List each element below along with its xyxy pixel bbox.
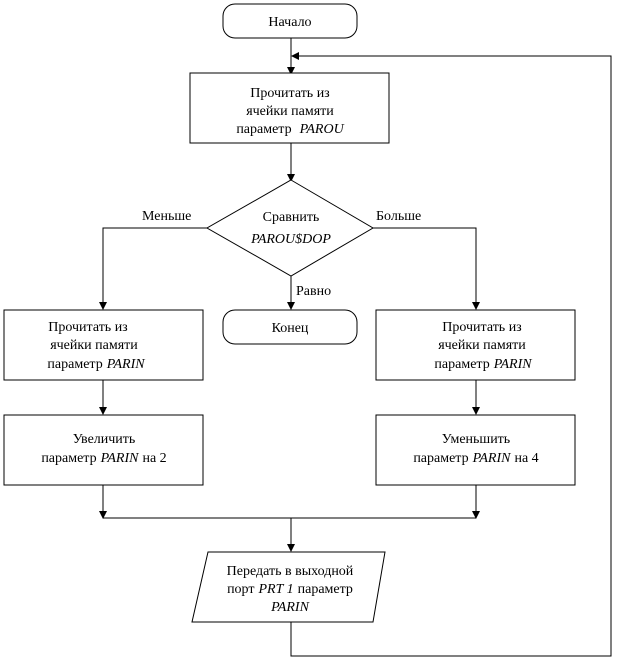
output-line2: порт PRT 1 параметр	[227, 582, 353, 597]
arrowhead	[291, 52, 299, 60]
read-parin-left-line2: ячейки памяти	[50, 338, 138, 353]
start-terminator: Начало	[222, 3, 358, 39]
arrowhead	[287, 544, 295, 552]
compare-line1: Сравнить	[263, 210, 320, 225]
arrowhead	[472, 407, 480, 415]
increase-line1: Увеличить	[73, 432, 136, 447]
read-parou-line3: параметр PAROU	[236, 122, 344, 137]
read-parin-left-var: PARIN	[106, 357, 146, 372]
read-parin-right-line3: параметр PARIN	[434, 357, 532, 372]
read-parou-var: PAROU	[299, 122, 345, 137]
compare-decision: Сравнить PAROU$DOP	[205, 179, 374, 277]
read-parin-right-line1: Прочитать из	[442, 320, 522, 335]
compare-line2: PAROU$DOP	[250, 232, 331, 247]
branch-more-label: Больше	[376, 209, 421, 224]
increase-suffix: на 2	[142, 451, 166, 466]
decrease-suffix: на 4	[514, 451, 538, 466]
read-parin-left-prefix: параметр	[47, 357, 102, 372]
decrease-prefix: параметр	[413, 451, 468, 466]
arrowhead	[99, 407, 107, 415]
read-parin-left-line3: параметр PARIN	[47, 357, 145, 372]
decrease-line1: Уменьшить	[442, 432, 510, 447]
read-parin-left-line1: Прочитать из	[48, 320, 128, 335]
arrowhead	[287, 67, 295, 75]
read-parou-line2: ячейки памяти	[246, 104, 334, 119]
read-parou-line1: Прочитать из	[250, 86, 330, 101]
end-label: Конец	[272, 321, 309, 336]
arrowhead	[287, 174, 295, 182]
increase-prefix: параметр	[41, 451, 96, 466]
read-parin-right-prefix: параметр	[434, 357, 489, 372]
arrowhead	[99, 302, 107, 310]
arrowhead	[472, 302, 480, 310]
output-io: Передать в выходной порт PRT 1 параметр PA…	[191, 551, 386, 623]
output-line3: PARIN	[270, 600, 310, 615]
arrowhead	[287, 302, 295, 310]
connector-less-branch	[102, 227, 207, 308]
output-suffix: параметр	[298, 582, 353, 597]
end-terminator: Конец	[222, 309, 358, 345]
output-prefix: порт	[227, 582, 254, 597]
start-label: Начало	[268, 15, 311, 30]
read-parin-right-process: Прочитать из ячейки памяти параметр PARIN	[375, 309, 576, 381]
read-parou-prefix: параметр	[236, 122, 291, 137]
read-parin-right-line2: ячейки памяти	[438, 338, 526, 353]
arrowhead	[99, 511, 107, 519]
branch-equal-label: Равно	[296, 284, 331, 299]
read-parin-left-process: Прочитать из ячейки памяти параметр PARIN	[3, 309, 204, 381]
read-parin-right-var: PARIN	[493, 357, 533, 372]
read-parou-process: Прочитать из ячейки памяти параметр PAROU	[189, 72, 390, 144]
output-port-var: PRT 1	[258, 582, 294, 597]
output-line1: Передать в выходной	[227, 564, 354, 579]
branch-less-label: Меньше	[142, 209, 191, 224]
connector-loop-back	[290, 55, 612, 657]
connector-more-branch	[373, 227, 477, 308]
connectors	[99, 38, 612, 657]
increase-var: PARIN	[100, 451, 140, 466]
decrease-var: PARIN	[472, 451, 512, 466]
arrowhead	[472, 511, 480, 519]
